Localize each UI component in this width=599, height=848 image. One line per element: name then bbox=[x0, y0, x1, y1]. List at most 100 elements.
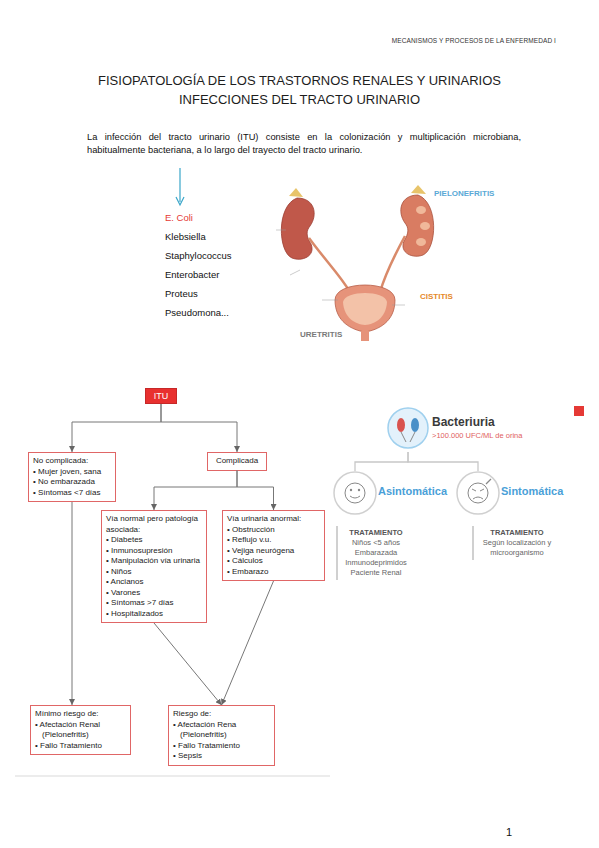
urethra bbox=[361, 331, 369, 341]
thermometer bbox=[486, 479, 491, 484]
list-item: E. Coli bbox=[165, 212, 193, 223]
happy-face-icon bbox=[334, 472, 376, 514]
eyes bbox=[472, 489, 484, 491]
part-label: PIELONEFRITIS bbox=[434, 189, 494, 198]
bladder-inner bbox=[343, 293, 387, 325]
list-item: Klebsiella bbox=[165, 231, 206, 242]
arrow-head bbox=[176, 197, 184, 205]
node-text: Embarazada bbox=[342, 548, 410, 558]
process-box: No complicada:• Mujer joven, sana• No em… bbox=[28, 452, 116, 502]
node-heading: TRATAMIENTO bbox=[342, 528, 410, 538]
node-text: • Afectación Renal (Pielonefritis) bbox=[35, 720, 126, 741]
connector bbox=[72, 502, 73, 705]
connector bbox=[222, 581, 274, 705]
icon-circle bbox=[334, 472, 376, 514]
kidney-section bbox=[401, 195, 434, 256]
adrenal-gland bbox=[411, 185, 426, 194]
node-text: • Sepsis bbox=[173, 751, 270, 762]
image-edge bbox=[15, 775, 330, 777]
node-heading: Vía normal pero patología asociada: bbox=[106, 514, 202, 535]
bladder bbox=[335, 285, 395, 332]
process-box: Complicada bbox=[207, 452, 267, 471]
face bbox=[468, 483, 488, 503]
leader-line bbox=[276, 230, 286, 231]
node-heading: Mínimo riesgo de: bbox=[35, 709, 126, 720]
node-text: >100.000 UFC/ML de orina bbox=[432, 430, 564, 441]
node-text: • Cálculos bbox=[227, 556, 320, 567]
node-text: • Hospitalizados bbox=[106, 609, 202, 620]
node-text: • Inmunosupresión bbox=[106, 546, 202, 557]
node-text: • Fallo Tratamiento bbox=[35, 741, 126, 752]
root-box: ITU bbox=[145, 388, 177, 404]
list-item: Enterobacter bbox=[165, 269, 219, 280]
node-heading: Sintomática bbox=[501, 485, 581, 497]
list-item: Pseudomona... bbox=[165, 307, 229, 318]
treatment-box: TRATAMIENTOSegún localización y microorg… bbox=[472, 526, 560, 560]
ureter bbox=[309, 238, 350, 292]
node-text: • No embarazada bbox=[33, 477, 111, 488]
node-heading: ITU bbox=[146, 389, 176, 403]
node-heading: TRATAMIENTO bbox=[478, 528, 556, 538]
mouth bbox=[473, 497, 483, 499]
node-heading: No complicada: bbox=[33, 456, 111, 467]
connector bbox=[237, 471, 274, 511]
logo-square bbox=[574, 406, 584, 416]
renal-pyramid bbox=[416, 206, 426, 214]
node-text: • Ancianos bbox=[106, 577, 202, 588]
part-label: CISTITIS bbox=[420, 292, 453, 301]
list-item: Staphylococcus bbox=[165, 250, 232, 261]
status-node: Asintomática bbox=[334, 471, 446, 515]
treatment-box: TRATAMIENTONiños <5 añosEmbarazadaInmuno… bbox=[336, 526, 414, 580]
node-text: Paciente Renal bbox=[342, 568, 410, 578]
ureter-icon bbox=[401, 432, 406, 442]
connector bbox=[161, 404, 237, 452]
ureter-icon bbox=[410, 432, 415, 442]
mouth bbox=[350, 496, 360, 498]
connector bbox=[408, 452, 478, 471]
page-title: FISIOPATOLOGÍA DE LOS TRASTORNOS RENALES… bbox=[0, 73, 599, 88]
connector bbox=[154, 471, 237, 511]
outcome-box: Riesgo de:• Afectación Rena (Pielonefrit… bbox=[168, 705, 275, 766]
paragraph: La infección del tracto urinario (ITU) c… bbox=[87, 131, 521, 157]
leader-line bbox=[322, 300, 338, 301]
eye bbox=[358, 489, 360, 491]
renal-pyramid bbox=[416, 238, 426, 246]
node-text: • Síntomas <7 días bbox=[33, 488, 111, 499]
leader-line bbox=[290, 270, 300, 275]
urinary-tract-illustration bbox=[276, 185, 434, 341]
kidney-icon bbox=[411, 418, 419, 432]
node-text: • Reflujo v.u. bbox=[227, 535, 320, 546]
connector bbox=[355, 452, 408, 471]
node-text: Niños <5 años bbox=[342, 538, 410, 548]
process-box: Vía urinaria anormal:• Obstrucción• Refl… bbox=[222, 510, 325, 581]
outcome-box: Mínimo riesgo de:• Afectación Renal (Pie… bbox=[30, 705, 131, 755]
node-heading: Asintomática bbox=[378, 485, 446, 497]
node-heading: Riesgo de: bbox=[173, 709, 270, 720]
leader-line bbox=[392, 305, 405, 306]
face bbox=[345, 483, 365, 503]
node-heading: Bacteriuria bbox=[432, 415, 564, 430]
sick-face-icon bbox=[457, 472, 499, 514]
status-node: Sintomática bbox=[457, 471, 581, 515]
node-text: • Manipulación vía urinaria bbox=[106, 556, 202, 567]
bacteriuria-icon bbox=[388, 408, 428, 448]
arrow-shaft bbox=[179, 168, 180, 202]
icon-circle bbox=[457, 472, 499, 514]
subtitle: INFECCIONES DEL TRACTO URINARIO bbox=[0, 92, 599, 107]
node-text: • Varones bbox=[106, 588, 202, 599]
running-header: MECANISMOS Y PROCESOS DE LA ENFERMEDAD I bbox=[300, 37, 556, 44]
ureter bbox=[380, 236, 405, 292]
node-heading: Vía urinaria anormal: bbox=[227, 514, 320, 525]
eye bbox=[350, 489, 352, 491]
node-text: • Fallo Tratamiento bbox=[173, 741, 270, 752]
node-text: • Diabetes bbox=[106, 535, 202, 546]
heading-node: Bacteriuria>100.000 UFC/ML de orina bbox=[386, 408, 564, 452]
node-text: Según localización y microorganismo bbox=[478, 538, 556, 558]
node-text: • Síntomas >7 días bbox=[106, 598, 202, 609]
node-heading: Complicada bbox=[212, 456, 262, 467]
node-text: Inmunodeprimidos bbox=[342, 558, 410, 568]
list-item: Proteus bbox=[165, 288, 198, 299]
process-box: Vía normal pero patología asociada:• Dia… bbox=[101, 510, 207, 623]
page-number: 1 bbox=[506, 826, 512, 838]
icon-circle bbox=[388, 408, 428, 448]
